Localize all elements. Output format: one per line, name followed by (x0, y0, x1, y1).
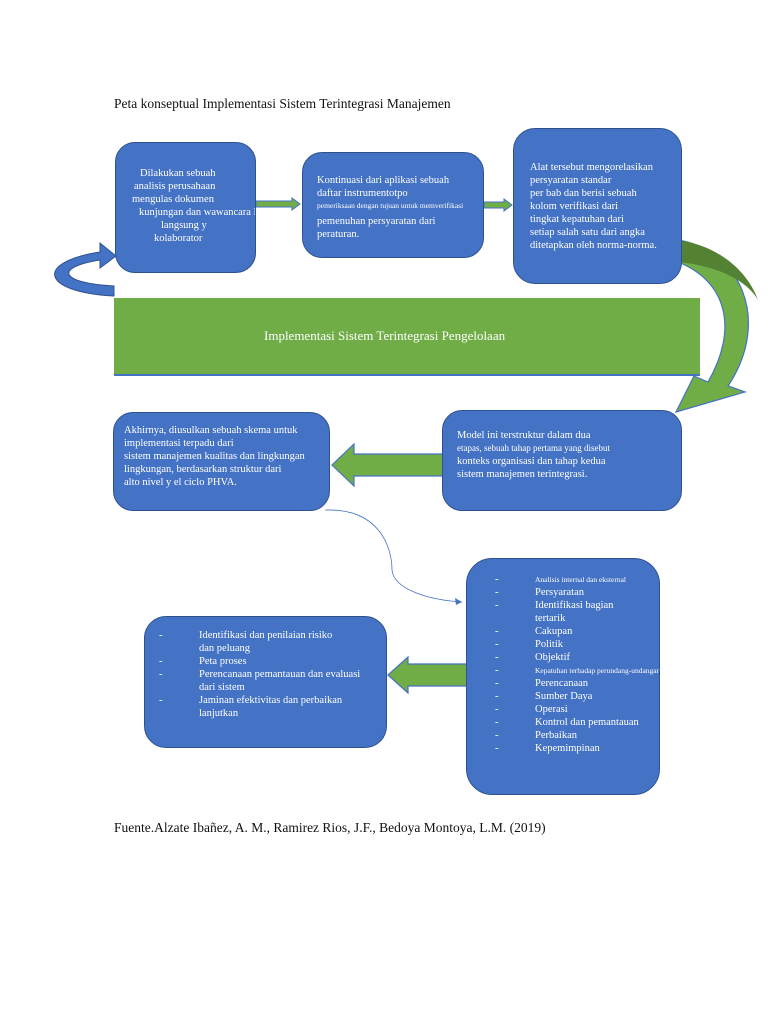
list-item: Kepemimpinan (495, 742, 659, 755)
arrow-box2-box3 (483, 198, 513, 212)
list-item: Perencanaan (495, 677, 659, 690)
box-text: mengulas dokumen (132, 194, 214, 205)
box-text: etapas, sebuah tahap pertama yang disebu… (457, 443, 610, 453)
list-item: Politik (495, 638, 659, 651)
box-model: Model ini terstruktur dalam dua etapas, … (442, 410, 682, 511)
box-text: alto nivel y el ciclo PHVA. (124, 477, 237, 488)
box-text: kolaborator (154, 233, 203, 244)
box-text: Kontinuasi dari aplikasi sebuah (317, 175, 450, 186)
box-text: sistem manajemen terintegrasi. (457, 469, 588, 480)
list-item: Objektif (495, 651, 659, 664)
arrow-box1-box2 (255, 197, 301, 211)
list-item: Jaminan efektivitas dan perbaikanlanjutk… (159, 694, 386, 720)
banner-text: Implementasi Sistem Terintegrasi Pengelo… (264, 328, 506, 343)
box-analysis: Dilakukan sebuah analisis perusahaan men… (115, 142, 256, 273)
arrow-box6-box7 (387, 655, 468, 695)
list-item: Kepatuhan terhadap perundang-undangan (495, 664, 659, 677)
list-item: Persyaratan (495, 586, 659, 599)
box-text: Model ini terstruktur dalam dua (457, 430, 591, 441)
box-text: kolom verifikasi dari (530, 201, 619, 212)
box-text: per bab dan berisi sebuah (530, 188, 637, 199)
box-text: Dilakukan sebuah (140, 168, 216, 179)
box-context-list: Analisis internal dan eksternal Persyara… (466, 558, 660, 795)
list-item: Perbaikan (495, 729, 659, 742)
box-correlation: Alat tersebut mengorelasikan persyaratan… (513, 128, 682, 284)
list-item: Kontrol dan pemantauan (495, 716, 659, 729)
box-text: analisis perusahaan (134, 181, 216, 192)
list-item: Sumber Daya (495, 690, 659, 703)
connector-box5-box6 (324, 509, 463, 603)
box-text: langsung y (161, 220, 207, 231)
page-title: Peta konseptual Implementasi Sistem Teri… (114, 96, 451, 111)
box-text: tingkat kepatuhan dari (530, 214, 624, 225)
box-text: kunjungan dan wawancara l (139, 207, 255, 218)
source-citation: Fuente.Alzate Ibañez, A. M., Ramirez Rio… (114, 820, 546, 835)
box-text: persyaratan standar (530, 175, 612, 186)
box-text: setiap salah satu dari angka (530, 227, 645, 238)
banner-implementation: Implementasi Sistem Terintegrasi Pengelo… (114, 298, 700, 376)
box-text: pemenuhan persyaratan dari (317, 216, 436, 227)
box-text: konteks organisasi dan tahap kedua (457, 456, 606, 467)
box-text: implementasi terpadu dari (124, 438, 234, 449)
box-text: Alat tersebut mengorelasikan (530, 162, 654, 173)
box-text: peraturan. (317, 229, 360, 240)
box-instrument: Kontinuasi dari aplikasi sebuah daftar i… (302, 152, 484, 258)
list-item: Operasi (495, 703, 659, 716)
list-item: Analisis internal dan eksternal (495, 573, 659, 586)
curved-arrow-left (54, 241, 117, 297)
context-list: Analisis internal dan eksternal Persyara… (495, 573, 659, 755)
list-item: Perencanaan pemantauan dan evaluasidari … (159, 668, 386, 694)
box-text: daftar instrumentotpo (317, 188, 408, 199)
box-text: ditetapkan oleh norma-norma. (530, 240, 657, 251)
arrow-box4-box5 (331, 442, 444, 488)
box-text: pemeriksaan dengan tujuan untuk memverif… (317, 201, 464, 210)
box-text: lingkungan, berdasarkan struktur dari (124, 464, 282, 475)
list-item: Peta proses (159, 655, 386, 668)
list-item: Cakupan (495, 625, 659, 638)
box-scheme: Akhirnya, diusulkan sebuah skema untuk i… (113, 412, 330, 511)
box-text: Akhirnya, diusulkan sebuah skema untuk (124, 425, 298, 436)
box-text: sistem manajemen kualitas dan lingkungan (124, 451, 305, 462)
